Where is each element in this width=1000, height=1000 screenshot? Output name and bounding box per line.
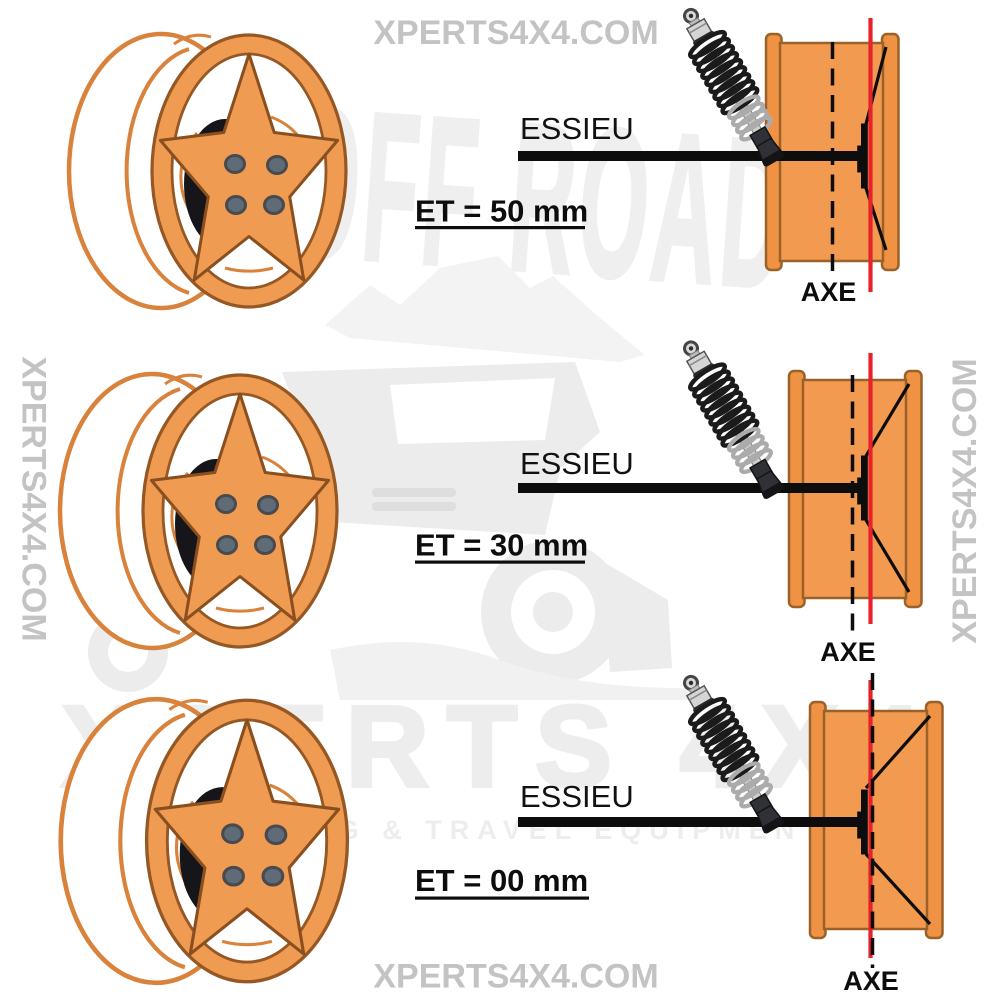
svg-text:AXE: AXE bbox=[820, 637, 876, 667]
svg-text:AXE: AXE bbox=[801, 277, 857, 307]
svg-text:XPERTS4X4.COM: XPERTS4X4.COM bbox=[946, 358, 984, 643]
svg-text:ESSIEU: ESSIEU bbox=[520, 111, 634, 146]
svg-text:ESSIEU: ESSIEU bbox=[520, 779, 634, 814]
svg-text:ESSIEU: ESSIEU bbox=[520, 446, 634, 481]
svg-text:XPERTS4X4.COM: XPERTS4X4.COM bbox=[15, 356, 53, 641]
svg-text:ET = 00 mm: ET = 00 mm bbox=[415, 863, 588, 898]
svg-text:ET = 50 mm: ET = 50 mm bbox=[415, 194, 588, 229]
svg-text:ET = 30 mm: ET = 30 mm bbox=[415, 528, 588, 563]
svg-text:XPERTS4X4.COM: XPERTS4X4.COM bbox=[373, 958, 658, 996]
svg-text:XPERTS4X4.COM: XPERTS4X4.COM bbox=[373, 14, 658, 52]
svg-text:AXE: AXE bbox=[843, 966, 899, 996]
